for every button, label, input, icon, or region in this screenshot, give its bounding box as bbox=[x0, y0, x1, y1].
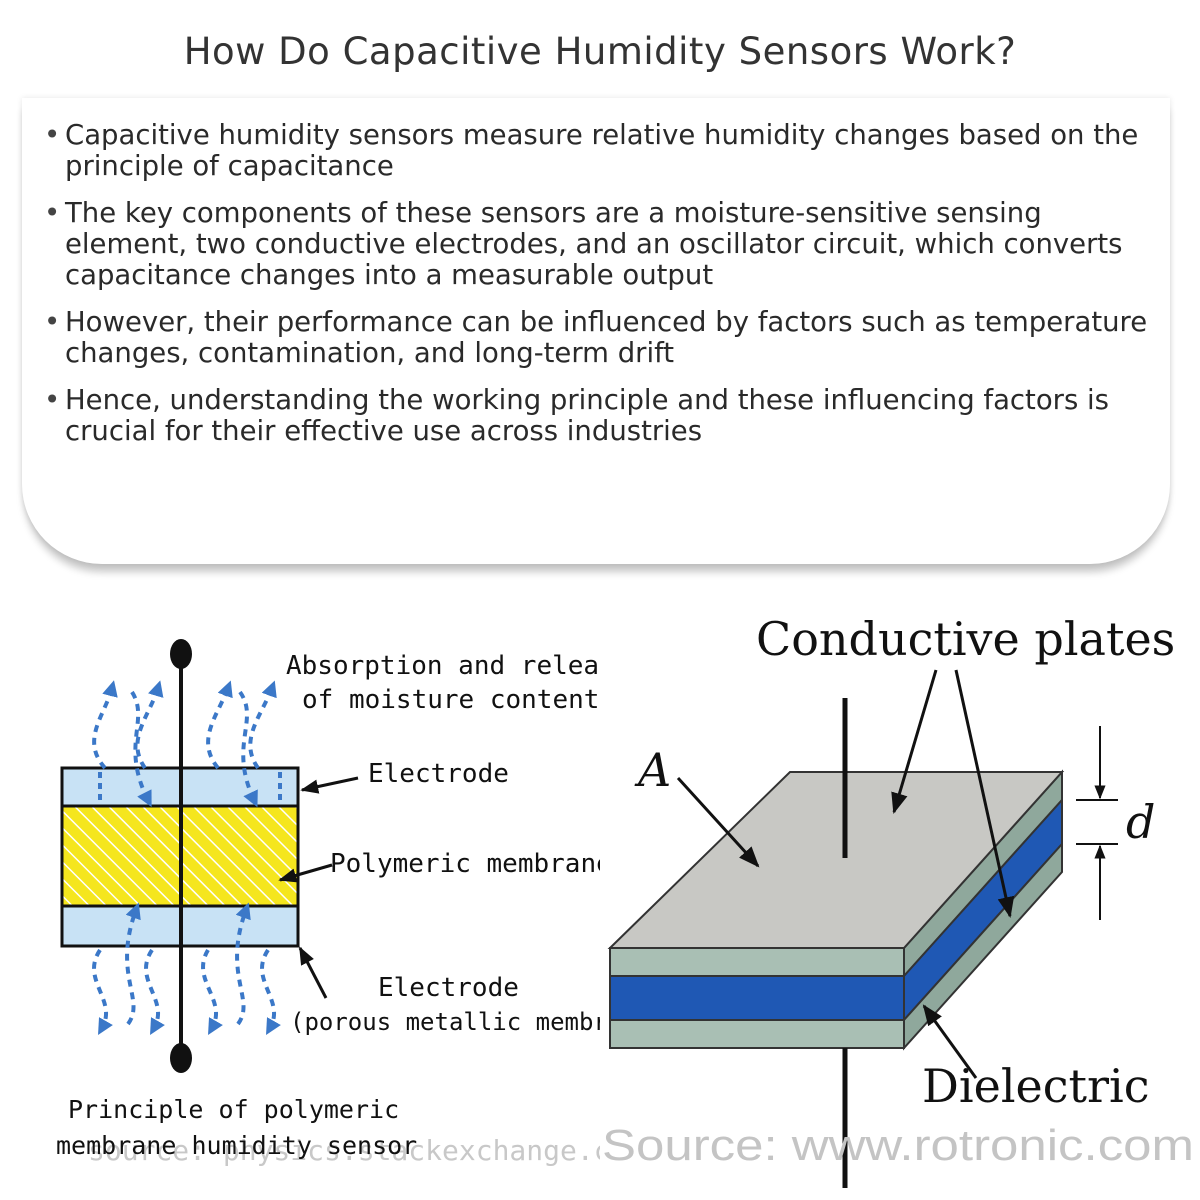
source-credit-right: Source: www.rotronic.com bbox=[602, 1121, 1194, 1170]
conductive-plates-label: Conductive plates bbox=[756, 612, 1175, 666]
distance-label: d bbox=[1126, 795, 1155, 849]
front-dielectric bbox=[609, 975, 905, 1021]
bullet-item: However, their performance can be influe… bbox=[44, 307, 1154, 369]
terminal-top bbox=[170, 639, 192, 669]
bullet-item: The key components of these sensors are … bbox=[44, 198, 1154, 291]
membrane-sensor-diagram: Absorption and release of moisture conte… bbox=[56, 639, 600, 1167]
electrode-bottom-sublabel: (porous metallic membrane) bbox=[290, 1008, 600, 1036]
membrane-label: Polymeric membrane bbox=[330, 849, 600, 879]
capacitor-diagram: Conductive plates A d Dielectric Source:… bbox=[602, 612, 1194, 1188]
front-bottom-plate bbox=[609, 1019, 905, 1049]
electrode-top-label: Electrode bbox=[368, 759, 509, 789]
bullet-item: Capacitive humidity sensors measure rela… bbox=[44, 120, 1154, 182]
electrode-bottom-label: Electrode bbox=[378, 973, 519, 1003]
bullet-item: Hence, understanding the working princip… bbox=[44, 385, 1154, 447]
front-top-plate bbox=[609, 947, 905, 977]
dielectric-label: Dielectric bbox=[922, 1059, 1149, 1113]
moisture-arrows-bottom bbox=[92, 902, 281, 1035]
area-label: A bbox=[634, 743, 671, 797]
source-credit-left: source: physics.stackexchange.com bbox=[88, 1134, 600, 1167]
absorption-label-line1: Absorption and release bbox=[286, 651, 600, 681]
diagram-caption-line2: membrane humidity sensor bbox=[56, 1131, 417, 1160]
moisture-arrows-top bbox=[92, 680, 282, 808]
page-title: How Do Capacitive Humidity Sensors Work? bbox=[183, 30, 1017, 73]
top-plate-surface bbox=[607, 771, 1065, 949]
terminal-bottom bbox=[170, 1043, 192, 1073]
diagram-caption-line1: Principle of polymeric bbox=[68, 1095, 399, 1124]
absorption-label-line2: of moisture content bbox=[302, 685, 599, 715]
bullet-list: Capacitive humidity sensors measure rela… bbox=[44, 120, 1154, 463]
